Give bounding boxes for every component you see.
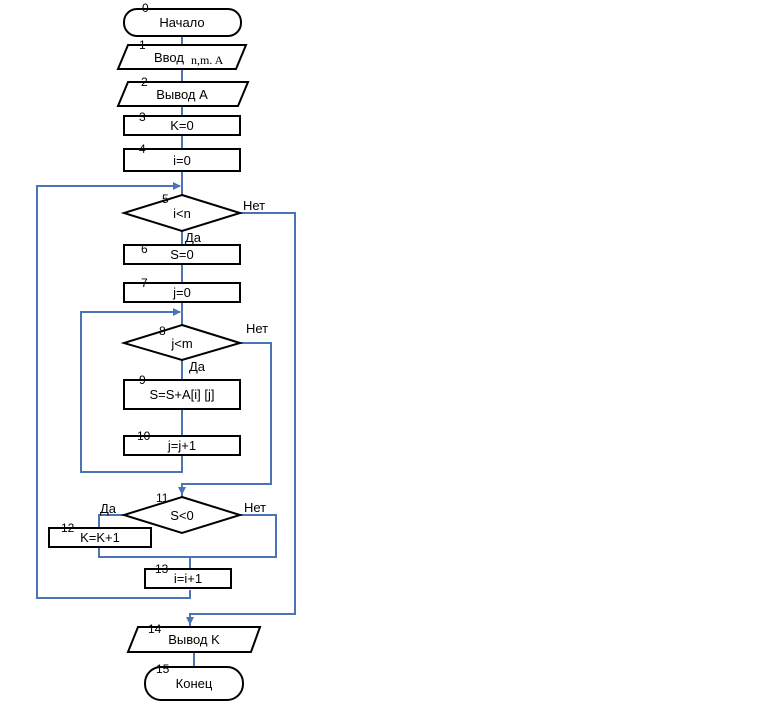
block-0-label: Начало: [159, 15, 204, 30]
block-15: 15 Конец: [144, 662, 244, 701]
decision-diamond: [120, 495, 244, 535]
branch-no-label: Нет: [244, 500, 266, 515]
merge-after-12: [98, 547, 190, 558]
block-7-label: j=0: [172, 285, 191, 300]
block-8-number: 8: [159, 324, 166, 338]
block-13-number: 13: [155, 562, 169, 576]
branch-yes-label: Да: [189, 359, 206, 374]
process-box: [144, 568, 232, 589]
block-15-label: Конец: [176, 676, 213, 691]
decision-diamond: [120, 323, 244, 362]
block-3-number: 3: [139, 110, 146, 124]
block-6: 6 S=0: [123, 242, 241, 265]
block-10-number: 10: [137, 429, 151, 443]
block-13-label: i=i+1: [174, 571, 202, 586]
block-9-number: 9: [139, 373, 146, 387]
start-terminal: [123, 8, 242, 37]
loop-j-return: [80, 308, 183, 473]
block-2-label: Вывод А: [156, 87, 208, 102]
block-12-label: K=K+1: [80, 530, 120, 545]
block-13: 13 i=i+1: [144, 562, 232, 589]
end-terminal: [144, 666, 244, 701]
branch-yes-label: Да: [185, 230, 202, 245]
branch-no-11: [190, 514, 277, 558]
block-7-number: 7: [141, 276, 148, 290]
block-4-number: 4: [139, 142, 146, 156]
decision-diamond: [120, 193, 244, 233]
process-box: [48, 527, 152, 548]
block-5-number: 5: [162, 192, 169, 206]
process-box: [123, 244, 241, 265]
block-3-label: K=0: [170, 118, 194, 133]
block-9: 9 S=S+A[i] [j]: [123, 373, 241, 410]
output-parallelogram: [116, 81, 250, 107]
process-box: [123, 379, 241, 410]
loop-i-return: [36, 182, 191, 599]
block-5-label: i<n: [173, 206, 191, 221]
block-12: 12 K=K+1: [48, 521, 152, 548]
block-6-number: 6: [141, 242, 148, 256]
input-parallelogram: [116, 44, 248, 70]
connectors: [36, 36, 296, 667]
block-14: 14 Вывод K: [126, 622, 262, 653]
block-9-label: S=S+A[i] [j]: [149, 387, 214, 402]
process-box: [123, 115, 241, 136]
block-11-label: S<0: [170, 508, 194, 523]
block-7: 7 j=0: [123, 276, 241, 303]
block-15-number: 15: [156, 662, 170, 676]
block-2-number: 2: [141, 75, 148, 89]
block-11-number: 11: [156, 491, 169, 505]
process-box: [123, 435, 241, 456]
block-5: 5 i<n Нет Да: [120, 192, 265, 245]
branch-no-8: [178, 342, 272, 495]
process-box: [123, 282, 241, 303]
branch-no-label: Нет: [246, 321, 268, 336]
branch-no-label: Нет: [243, 198, 265, 213]
block-4: 4 i=0: [123, 142, 241, 172]
output-parallelogram: [126, 626, 262, 653]
block-14-label: Вывод K: [168, 632, 220, 647]
block-12-number: 12: [61, 521, 75, 535]
process-box: [123, 148, 241, 172]
branch-no-5: [186, 212, 296, 625]
block-1-label: Ввод: [154, 50, 184, 65]
block-14-number: 14: [148, 622, 162, 636]
block-0-number: 0: [142, 1, 149, 15]
branch-yes-label: Да: [100, 501, 117, 516]
block-1-extra: n,m. A: [191, 53, 224, 67]
block-6-label: S=0: [170, 247, 194, 262]
block-3: 3 K=0: [123, 110, 241, 136]
block-4-label: i=0: [173, 153, 191, 168]
block-8-label: j<m: [170, 336, 192, 351]
block-11: 11 S<0 Нет Да: [100, 491, 266, 535]
block-10-label: j=j+1: [167, 438, 196, 453]
block-0: 0 Начало: [123, 1, 242, 37]
branch-yes-11: [98, 514, 124, 528]
block-10: 10 j=j+1: [123, 429, 241, 456]
block-8: 8 j<m Нет Да: [120, 321, 268, 374]
block-1-number: 1: [139, 38, 146, 52]
block-2: 2 Вывод А: [116, 75, 250, 107]
block-1: 1 Ввод n,m. A: [116, 38, 248, 70]
